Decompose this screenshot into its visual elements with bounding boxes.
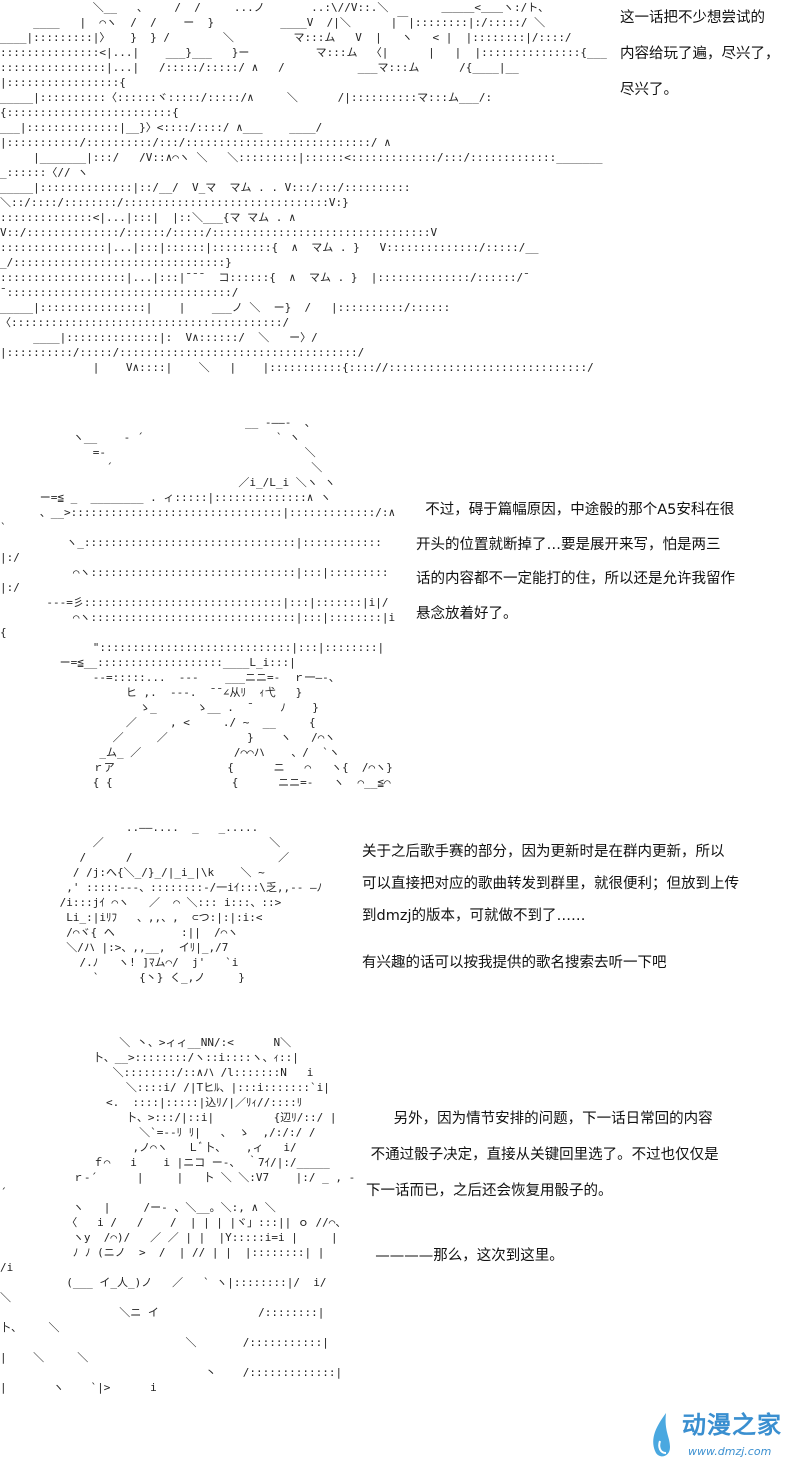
watermark-name: 动漫之家	[682, 1411, 782, 1439]
ascii-art-3: ..――.... _ _..... ／ ＼ / / ／ / /j:へ{＼_/}_…	[0, 820, 350, 985]
ascii-art-line: ー=≦__:::::::::::::::::::____L_i:::|	[0, 656, 296, 669]
ascii-art-line: ヽ | /ー- 、＼__。＼:, ∧ ＼	[0, 1201, 276, 1214]
ascii-art-line: Li_:|iﾘﾌ 、,,、, ⊂つ:|:|:i:<	[0, 911, 263, 924]
ascii-art-line: ____ | ⌒ヽ / / ー } ____V /|＼ |￣|::::::::|…	[0, 16, 546, 29]
ascii-art-line: ::::::::::::::<|...|:::| |::＼___{マ マム . …	[0, 211, 438, 239]
section-2: __ -――- 、 ヽ__ - ´ ` ヽ =- ＼ ´ ＼ ／i_/L_i ＼…	[0, 415, 800, 790]
ascii-art-line: ..――.... _ _.....	[0, 821, 259, 834]
caption-line	[362, 932, 800, 947]
ascii-art-line: ::::::::::::::::|...|:::|::::::|::::::::…	[0, 241, 539, 269]
ascii-art-line: ／ ／ } ヽ /⌒ヽ	[0, 731, 336, 744]
ascii-art-line: { { { ニニ=- ヽ ⌒__≦⌒	[0, 776, 391, 789]
ascii-art-line: --=:::::... --- ___ニニ=- ｒ一―-、	[0, 671, 340, 684]
ascii-art-line: ヒ ,. ---. ̄ ̄ ∠从ﾘ ｨ弋 }	[0, 686, 303, 699]
ascii-art-line: /⌒ヾ{ ヘ :|| /⌒ヽ	[0, 926, 239, 939]
ascii-art-line: / /j:へ{＼_/}_/|_i_|\k ＼ ~	[0, 866, 265, 879]
ascii-art-line: =- ＼	[0, 446, 316, 459]
caption-line: ————那么，这次到这里。	[366, 1248, 564, 1264]
ascii-art-line: | V∧::::| ＼ | |:::::::::::{:::://:::::::…	[0, 361, 594, 374]
caption-daily: 另外，因为情节安排的问题，下一话日常回的内容 不通过骰子决定，直接从关键回里选了…	[366, 1101, 800, 1274]
ascii-art-line: ＼/ハ |:>、,,__, イﾘ|_,/7	[0, 941, 229, 954]
caption-line: 另外，因为情节安排的问题，下一话日常回的内容	[366, 1111, 713, 1127]
caption-line: 不过，碍于篇幅原因，中途骰的那个A5安科在很	[416, 502, 735, 518]
ascii-art-line: ` {丶} く_,ノ }	[0, 971, 245, 984]
caption-top: 这一话把不少想尝试的内容给玩了遍，尽兴了， 尽兴了。	[620, 0, 800, 108]
caption-songs: 关于之后歌手赛的部分，因为更新时是在群内更新，所以可以直接把对应的歌曲转发到群里…	[362, 836, 800, 979]
caption-line: 这一话把不少想尝试的	[620, 10, 765, 26]
ascii-art-line: ⌒ヽ:::::::::::::::::::::::::::::::|:::|::…	[0, 566, 389, 594]
ascii-art-line: _ム_ ／ /⌒⌒ハ 、/ `ヽ	[0, 746, 340, 759]
ascii-art-line: ＼ /:::::::::::| | ＼ ＼	[0, 1336, 369, 1364]
watermark-url: www.dmzj.com	[688, 1445, 772, 1458]
caption-middle: 不过，碍于篇幅原因，中途骰的那个A5安科在很开头的位置就断掉了…要是展开来写，怕…	[416, 493, 800, 631]
ascii-art-line: ＼__ 、 / / ...ノ ..:\//V::.＼ ＿＿＿<＿＿ヽ:/ト、	[0, 1, 550, 14]
ascii-art-line: /i:::jｲ ⌒ヽ ／ ⌒ ＼::: i:::、::>	[0, 896, 282, 909]
ascii-art-line: ／i_/L_i ＼ヽ ヽ	[0, 476, 336, 489]
ascii-art-line: ::::::::::::::::|...| /:::::/:::::/ ∧ / …	[0, 61, 519, 89]
ascii-art-line: ー=≦ _ ________ . ィ:::::|::::::::::::::∧ …	[0, 491, 332, 504]
ascii-art-line: ＼ 丶、>ィィ__NN/:< N＼	[0, 1036, 292, 1049]
ascii-art-line: ／ ＼	[0, 836, 281, 849]
ascii-art-line: ヽy /⌒)/ ／ ／ | | |Y:::::i=i | |	[0, 1231, 338, 1244]
ascii-art-line: /.ﾉ ヽ! ]ﾏム⌒/ j' `i	[0, 956, 239, 969]
ascii-art-1: ＼__ 、 / / ...ノ ..:\//V::.＼ ＿＿＿<＿＿ヽ:/ト、 _…	[0, 0, 610, 375]
ascii-art-line: (___ イ_人_)ノ ／ ` ヽ|::::::::|/ i/ ＼	[0, 1276, 354, 1304]
ascii-art-line: ／ , < ./ ~ __ {	[0, 716, 316, 729]
section-1: ＼__ 、 / / ...ノ ..:\//V::.＼ ＿＿＿<＿＿ヽ:/ト、 _…	[0, 0, 800, 375]
ascii-art-line: ＼::::::::/::∧ハ /l:::::::N i	[0, 1066, 314, 1079]
ascii-art-line: <. ::::|:::::|込ﾘ/|／ﾘｨ//::::ﾘ	[0, 1096, 303, 1109]
ascii-art-line: ´ ＼	[0, 461, 323, 474]
ascii-art-line: ゝ_ ゝ__ . ̄ ﾉ }	[0, 701, 319, 714]
ascii-art-line: |_______|:::/ /V::∧⌒ヽ ＼ ＼:::::::::|:::::…	[0, 151, 603, 179]
ascii-art-line: ｆ⌒ i i |ニコ ー-、 ｀7ｲ/|:/_____	[0, 1156, 330, 1169]
ascii-art-line: ＼ニ イ /::::::::| 卜、 ＼	[0, 1306, 351, 1334]
caption-line: 话的内容都不一定能打的住，所以还是允许我留作	[416, 571, 735, 587]
caption-line: 不通过骰子决定，直接从关键回里选了。不过也仅仅是	[366, 1147, 719, 1163]
ascii-art-4: ＼ 丶、>ィィ__NN/:< N＼ 卜、__>::::::::/ヽ::i::::…	[0, 1035, 360, 1395]
ascii-art-line: __ -――- 、	[0, 416, 316, 429]
ascii-art-line: :::::::::::::::<|...| ___}___ }ー マ:::ム 〈…	[0, 46, 607, 59]
ascii-art-line: ﾉ ﾉ (ニノ > / | // | | |::::::::| | /i	[0, 1246, 378, 1274]
ascii-art-line: 、__>::::::::::::::::::::::::::::::::|:::…	[0, 506, 402, 534]
section-4: ＼ 丶、>ィィ__NN/:< N＼ 卜、__>::::::::/ヽ::i::::…	[0, 1035, 800, 1395]
ascii-art-line: ｒア { ニ ⌒ ヽ{ /⌒ヽ}	[0, 761, 393, 774]
ascii-art-line: ":::::::::::::::::::::::::::::|:::|:::::…	[0, 641, 385, 654]
caption-line: 开头的位置就断掉了…要是展开来写，怕是两三	[416, 536, 721, 553]
caption-line: 关于之后歌手赛的部分，因为更新时是在群内更新，所以	[362, 844, 725, 860]
caption-line: 悬念放着好了。	[416, 605, 518, 622]
ascii-art-line: ____|::::::::::::::|: V∧::::::/ ＼ ー〉/ |:…	[0, 331, 365, 359]
caption-line: 内容给玩了遍，尽兴了，	[620, 46, 780, 62]
ascii-art-line: ｒ-´ | | 卜 ＼ ＼:V7 |:/ _ , -´	[0, 1171, 356, 1199]
ascii-art-line: _____|::::::::::〈::::::ヾ:::::/:::::/∧ ＼ …	[0, 91, 493, 119]
caption-line	[366, 1224, 800, 1239]
section-3: ..――.... _ _..... ／ ＼ / / ／ / /j:へ{＼_/}_…	[0, 820, 800, 985]
ascii-art-2: __ -――- 、 ヽ__ - ´ ` ヽ =- ＼ ´ ＼ ／i_/L_i ＼…	[0, 415, 400, 790]
ascii-art-line: 丶 /:::::::::::::| | ヽ `|> i	[0, 1366, 382, 1394]
watermark: 动漫之家 www.dmzj.com	[640, 1405, 800, 1471]
ascii-art-line: ,' :::::---、::::::::-/一iｲ:::\乏,,-- ―ﾉ	[0, 881, 323, 894]
ascii-art-line: 卜、>:::/|::i| {辺ﾘ/::/ |	[0, 1111, 337, 1124]
ascii-art-line: ヽ_::::::::::::::::::::::::::::::::|:::::…	[0, 536, 382, 564]
caption-line: 尽兴了。	[620, 82, 678, 98]
ascii-art-line: ---=彡::::::::::::::::::::::::::::::|:::|…	[0, 596, 389, 609]
ascii-art-line: ＼`=--ﾘ ﾘ| 、 ゝ ,/:/:/ /	[0, 1126, 316, 1139]
ascii-art-line: ヽ__ - ´ ` ヽ	[0, 431, 301, 444]
ascii-art-line: _____|::::::::::::::|::/__/ V_マ マム . . V…	[0, 181, 411, 209]
ascii-art-line: ,ノ⌒ヽ Ｌﾞ卜、 ,ィ i/	[0, 1141, 297, 1154]
ascii-art-line: ⌒ヽ:::::::::::::::::::::::::::::::|:::|::…	[0, 611, 396, 639]
caption-line: 到dmzj的版本，可就做不到了……	[362, 908, 586, 924]
ascii-art-line: / / ／	[0, 851, 290, 864]
ascii-art-line: _____|::::::::::::::::| | ___ノ ＼ ー} / |:…	[0, 301, 451, 329]
ascii-art-line: 〈 i / / / | | | |ヾ」:::|| ｏ //⌒、	[0, 1216, 347, 1229]
ascii-art-line: ____|:::::::::|〉 } } / ＼ マ:::ム V | ヽ < |…	[0, 31, 572, 44]
caption-line: 可以直接把对应的歌曲转发到群里，就很便利；但放到上传	[362, 876, 739, 892]
ascii-art-line: :::::::::::::::::::|...|:::|¯¯¯ コ::::::{…	[0, 271, 530, 299]
caption-line: 有兴趣的话可以按我提供的歌名搜索去听一下吧	[362, 954, 667, 971]
ascii-art-line: ___|::::::::::::::|__}〉<::::/::::/ ∧___ …	[0, 121, 391, 149]
ascii-art-line: ＼::::i/ /|Tヒﾙ、|:::i:::::::`i|	[0, 1081, 330, 1094]
ascii-art-line: 卜、__>::::::::/ヽ::i::::ヽ、ｨ::|	[0, 1051, 299, 1064]
caption-line: 下一话而已，之后还会恢复用骰子的。	[366, 1183, 613, 1199]
caption-line	[366, 1209, 800, 1224]
dmzj-logo-icon	[653, 1413, 670, 1457]
